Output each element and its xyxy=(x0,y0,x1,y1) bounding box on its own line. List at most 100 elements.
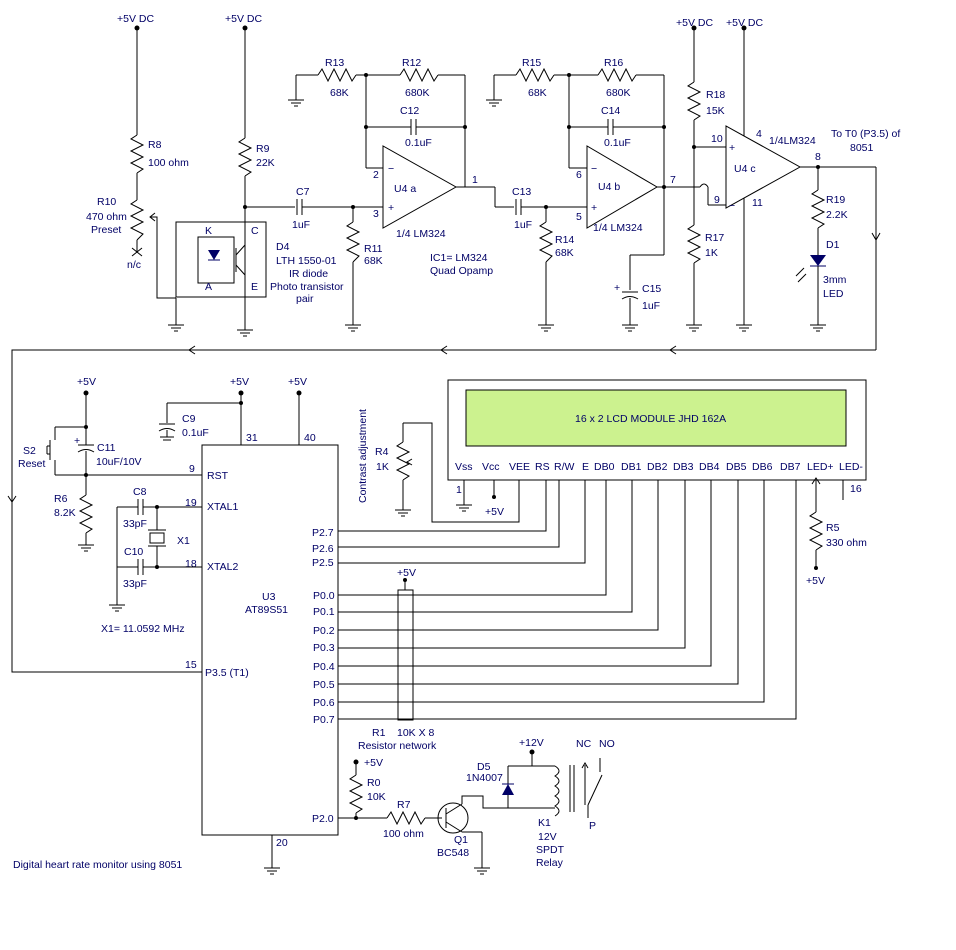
resistor-network-r1 xyxy=(397,589,414,721)
svg-text:XTAL1: XTAL1 xyxy=(207,501,238,513)
svg-text:1: 1 xyxy=(472,174,478,186)
opamp-stage-c: +5V DC R18 15K R17 1K +− U4 c 10 9 4 11 … xyxy=(676,17,900,350)
svg-text:+5V: +5V xyxy=(230,376,249,388)
svg-text:R14: R14 xyxy=(555,234,574,246)
svg-text:330 ohm: 330 ohm xyxy=(826,537,867,549)
svg-text:C11: C11 xyxy=(97,442,116,454)
svg-text:To T0 (P3.5) of: To T0 (P3.5) of xyxy=(831,128,900,140)
svg-text:R8: R8 xyxy=(148,139,162,151)
svg-text:DB2: DB2 xyxy=(647,461,668,473)
svg-text:U4 b: U4 b xyxy=(598,181,620,193)
svg-text:P0.1: P0.1 xyxy=(313,606,335,618)
svg-text:680K: 680K xyxy=(405,87,430,99)
svg-text:4: 4 xyxy=(756,128,762,140)
opamp-u4c xyxy=(725,125,802,209)
svg-text:RST: RST xyxy=(207,470,229,482)
svg-text:68K: 68K xyxy=(364,255,383,267)
svg-text:68K: 68K xyxy=(528,87,547,99)
mcu-u3 xyxy=(201,444,339,836)
svg-text:n/c: n/c xyxy=(127,259,141,271)
signal-to-t1 xyxy=(7,345,876,673)
svg-text:0.1uF: 0.1uF xyxy=(604,137,631,149)
svg-text:BC548: BC548 xyxy=(437,847,469,859)
svg-text:+: + xyxy=(388,202,394,214)
svg-text:1K: 1K xyxy=(705,247,718,259)
svg-text:C9: C9 xyxy=(182,413,196,425)
svg-text:Quad Opamp: Quad Opamp xyxy=(430,265,493,277)
transistor-q1 xyxy=(437,802,469,834)
svg-text:+5V: +5V xyxy=(77,376,96,388)
svg-text:1K: 1K xyxy=(376,461,389,473)
svg-text:LTH 1550-01: LTH 1550-01 xyxy=(276,255,337,267)
svg-text:+5V: +5V xyxy=(397,567,416,579)
svg-text:LED+: LED+ xyxy=(807,461,834,473)
svg-text:19: 19 xyxy=(185,497,197,509)
svg-text:33pF: 33pF xyxy=(123,518,147,530)
svg-text:Vss: Vss xyxy=(455,461,473,473)
svg-text:Reset: Reset xyxy=(18,458,46,470)
svg-text:P0.6: P0.6 xyxy=(313,697,335,709)
svg-text:R17: R17 xyxy=(705,232,724,244)
svg-text:C10: C10 xyxy=(124,546,143,558)
svg-text:X1: X1 xyxy=(177,535,190,547)
svg-text:16: 16 xyxy=(850,483,862,495)
svg-text:C7: C7 xyxy=(296,186,310,198)
svg-text:R15: R15 xyxy=(522,57,541,69)
svg-text:+5V DC: +5V DC xyxy=(225,13,262,25)
svg-text:8.2K: 8.2K xyxy=(54,507,76,519)
svg-text:R18: R18 xyxy=(706,89,725,101)
opamp-stage-b: C13 1uF R14 68K R15 68K R16 680K C14 0.1… xyxy=(485,57,700,332)
svg-text:11: 11 xyxy=(752,197,763,209)
svg-text:D5: D5 xyxy=(477,761,491,773)
svg-text:33pF: 33pF xyxy=(123,578,147,590)
svg-text:C12: C12 xyxy=(400,105,419,117)
svg-text:40: 40 xyxy=(304,432,316,444)
svg-text:100 ohm: 100 ohm xyxy=(148,157,189,169)
opamp-u4a xyxy=(382,145,458,229)
svg-text:K1: K1 xyxy=(538,817,551,829)
relay-section: +5V R0 10K R7 100 ohm Q1 BC548 +12V D5 1… xyxy=(338,737,615,875)
mcu-section: U3 AT89S51 RST XTAL1 XTAL2 P3.5 (T1) P2.… xyxy=(18,376,437,875)
svg-text:16 x 2 LCD MODULE JHD 162A: 16 x 2 LCD MODULE JHD 162A xyxy=(575,413,726,425)
svg-text:R9: R9 xyxy=(256,143,270,155)
preset-r10 xyxy=(129,199,145,241)
svg-text:D1: D1 xyxy=(826,239,840,251)
svg-text:VEE: VEE xyxy=(509,461,530,473)
svg-text:8: 8 xyxy=(815,151,821,163)
svg-text:K: K xyxy=(205,225,212,237)
svg-text:R1: R1 xyxy=(372,727,386,739)
svg-text:2.2K: 2.2K xyxy=(826,209,848,221)
svg-text:P3.5 (T1): P3.5 (T1) xyxy=(205,667,249,679)
svg-text:+: + xyxy=(614,282,620,294)
svg-text:15K: 15K xyxy=(706,105,725,117)
svg-text:E: E xyxy=(582,461,589,473)
svg-text:LED: LED xyxy=(823,288,844,300)
svg-text:P0.5: P0.5 xyxy=(313,679,335,691)
svg-text:NC: NC xyxy=(576,738,592,750)
svg-text:18: 18 xyxy=(185,558,197,570)
svg-text:DB4: DB4 xyxy=(699,461,720,473)
svg-text:470 ohm: 470 ohm xyxy=(86,211,127,223)
diagram-title: Digital heart rate monitor using 8051 xyxy=(13,859,182,871)
svg-text:R16: R16 xyxy=(604,57,623,69)
svg-text:+5V DC: +5V DC xyxy=(676,17,713,29)
svg-text:22K: 22K xyxy=(256,157,275,169)
svg-text:+5V: +5V xyxy=(288,376,307,388)
svg-text:P2.6: P2.6 xyxy=(312,543,334,555)
svg-text:LED-: LED- xyxy=(839,461,863,473)
svg-text:P2.0: P2.0 xyxy=(312,813,334,825)
svg-text:10: 10 xyxy=(711,133,723,145)
svg-text:5: 5 xyxy=(576,211,582,223)
svg-text:DB6: DB6 xyxy=(752,461,773,473)
svg-text:1uF: 1uF xyxy=(292,219,310,231)
svg-text:IC1= LM324: IC1= LM324 xyxy=(430,252,488,264)
svg-text:+12V: +12V xyxy=(519,737,544,749)
supply-label: +5V DC xyxy=(117,13,154,25)
svg-text:R10: R10 xyxy=(97,196,116,208)
svg-text:0.1uF: 0.1uF xyxy=(182,427,209,439)
svg-text:P2.7: P2.7 xyxy=(312,527,334,539)
svg-text:+5V: +5V xyxy=(485,506,504,518)
svg-text:100 ohm: 100 ohm xyxy=(383,828,424,840)
svg-text:+5V: +5V xyxy=(806,575,825,587)
svg-text:1/4 LM324: 1/4 LM324 xyxy=(593,222,643,234)
